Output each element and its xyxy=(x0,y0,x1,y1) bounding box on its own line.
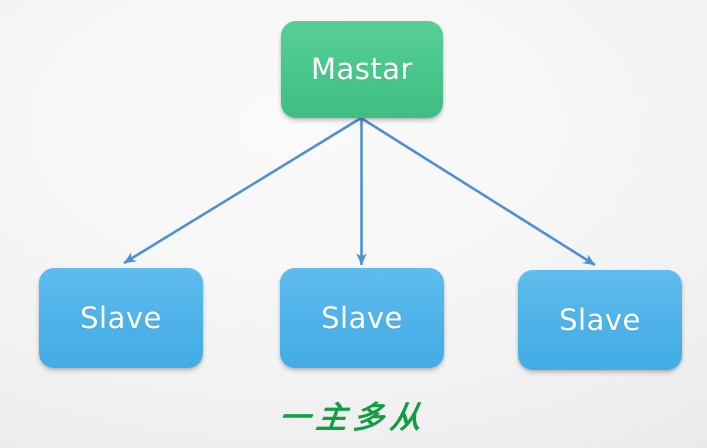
diagram-caption: 一主多从 xyxy=(0,392,707,437)
node-master[interactable]: Mastar xyxy=(281,21,443,118)
node-slave-2-label: Slave xyxy=(321,300,403,335)
node-slave-1[interactable]: Slave xyxy=(39,268,203,368)
node-slave-3[interactable]: Slave xyxy=(518,270,682,370)
node-master-label: Mastar xyxy=(311,52,413,86)
node-slave-2[interactable]: Slave xyxy=(280,268,444,368)
node-slave-1-label: Slave xyxy=(80,300,162,335)
arrow-master-to-slave-1 xyxy=(123,116,362,265)
node-slave-3-label: Slave xyxy=(559,302,641,337)
arrow-master-to-slave-3 xyxy=(360,116,596,267)
